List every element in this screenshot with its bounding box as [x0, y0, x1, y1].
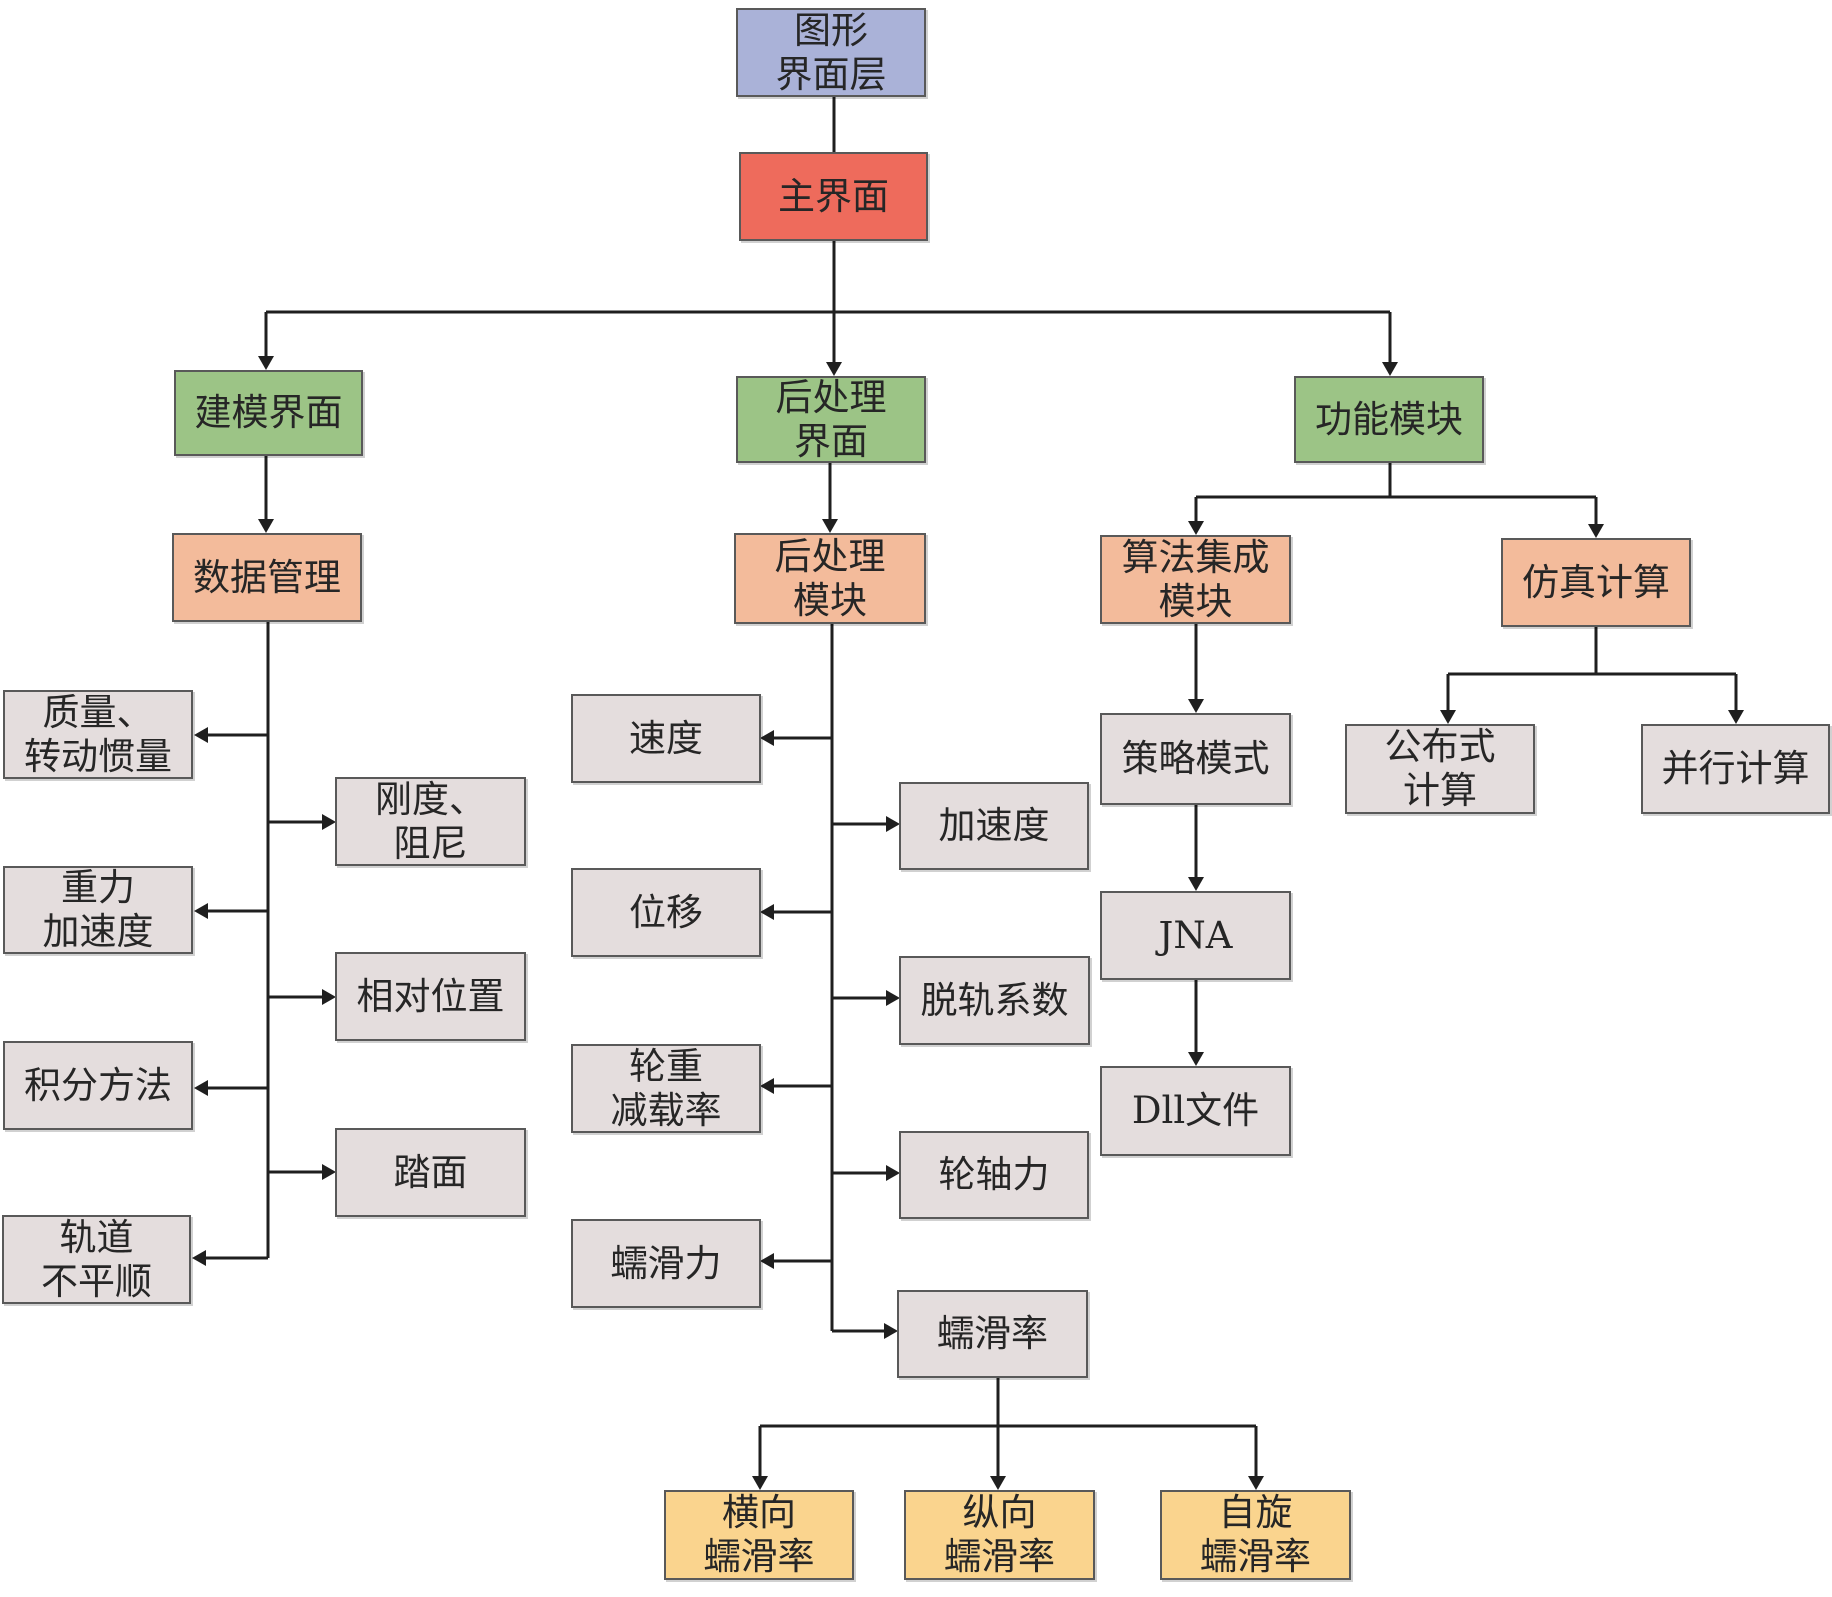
node-tread: 踏面 — [335, 1128, 526, 1217]
node-lateral-creep-rate: 横向 蠕滑率 — [664, 1490, 854, 1580]
node-mass-inertia: 质量、 转动惯量 — [3, 690, 193, 779]
node-displacement: 位移 — [571, 868, 761, 957]
arrow-to-stiffness — [322, 814, 336, 830]
node-main-ui: 主界面 — [739, 152, 928, 241]
node-strategy-pattern: 策略模式 — [1100, 713, 1291, 805]
arrow-to-strategy — [1188, 699, 1204, 713]
arrow-to-wheel-unload — [760, 1078, 774, 1094]
node-integration-method: 积分方法 — [3, 1041, 193, 1130]
node-longitudinal-creep-rate: 纵向 蠕滑率 — [904, 1490, 1095, 1580]
node-derailment-coefficient: 脱轨系数 — [899, 956, 1090, 1045]
node-stiffness-damping: 刚度、 阻尼 — [335, 777, 526, 866]
arrow-to-postproc-ui — [826, 362, 842, 376]
arrow-to-jna — [1188, 877, 1204, 891]
node-track-irregularity: 轨道 不平顺 — [2, 1215, 191, 1304]
arrow-to-derailment — [886, 990, 900, 1006]
node-axle-force: 轮轴力 — [899, 1131, 1089, 1219]
node-relative-position: 相对位置 — [335, 952, 526, 1041]
node-gui-layer: 图形 界面层 — [736, 8, 926, 97]
node-dll-file: Dll文件 — [1100, 1066, 1291, 1156]
arrow-to-creep-force — [760, 1253, 774, 1269]
arrow-to-track — [192, 1250, 206, 1266]
node-velocity: 速度 — [571, 694, 761, 783]
node-function-module: 功能模块 — [1294, 376, 1484, 463]
node-creep-rate: 蠕滑率 — [897, 1290, 1088, 1378]
node-gravity: 重力 加速度 — [3, 866, 193, 954]
arrow-to-velocity — [760, 730, 774, 746]
node-wheel-unload-rate: 轮重 减载率 — [571, 1044, 761, 1133]
arrow-to-creep-rate — [884, 1323, 898, 1339]
arrow-to-gravity — [194, 903, 208, 919]
arrow-to-postproc-module — [822, 519, 838, 533]
arrow-to-spin — [1248, 1476, 1264, 1490]
arrow-to-integration — [194, 1080, 208, 1096]
node-parallel-computing: 并行计算 — [1641, 724, 1830, 814]
node-modeling-ui: 建模界面 — [174, 370, 363, 456]
arrow-to-data-mgmt — [258, 519, 274, 533]
arrow-to-mass — [194, 727, 208, 743]
arrow-to-algo — [1188, 521, 1204, 535]
arrow-to-acceleration — [886, 816, 900, 832]
arrow-to-parallel — [1728, 710, 1744, 724]
node-postproc-module: 后处理 模块 — [734, 533, 926, 624]
node-data-mgmt: 数据管理 — [172, 533, 362, 622]
arrow-to-displacement — [760, 904, 774, 920]
arrow-to-distributed — [1440, 710, 1456, 724]
arrow-to-modeling — [258, 356, 274, 370]
arrow-to-relpos — [322, 989, 336, 1005]
node-jna: JNA — [1100, 891, 1291, 980]
arrow-to-lateral — [752, 1476, 768, 1490]
arrow-to-function — [1382, 362, 1398, 376]
arrow-to-tread — [322, 1164, 336, 1180]
arrow-to-longitudinal — [990, 1476, 1006, 1490]
node-acceleration: 加速度 — [899, 782, 1089, 870]
node-creep-force: 蠕滑力 — [571, 1219, 761, 1308]
arrow-to-simulation — [1588, 524, 1604, 538]
arrow-to-axle-force — [886, 1165, 900, 1181]
node-simulation: 仿真计算 — [1501, 538, 1691, 627]
node-algo-module: 算法集成 模块 — [1100, 535, 1291, 624]
arrow-to-dll — [1188, 1052, 1204, 1066]
node-postproc-ui: 后处理 界面 — [736, 376, 926, 463]
node-spin-creep-rate: 自旋 蠕滑率 — [1160, 1490, 1351, 1580]
node-distributed-computing: 公布式 计算 — [1345, 724, 1535, 814]
